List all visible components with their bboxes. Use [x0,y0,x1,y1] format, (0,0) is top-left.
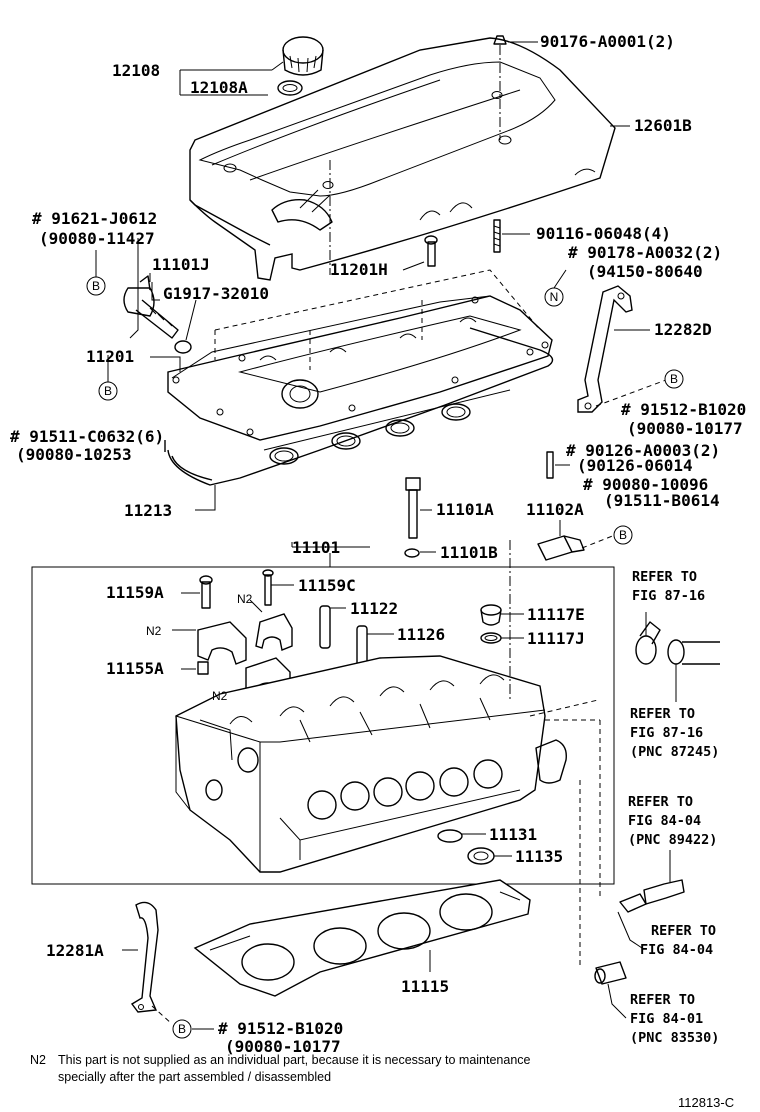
callout-11102A: 11102A [526,500,584,519]
callout-91512-upper-alt: (90080-10177 [627,419,743,438]
callout-11117J: 11117J [527,629,585,648]
callout-12108A: 12108A [190,78,248,97]
oil-filler-cap [277,36,324,96]
n2-label-1: N2 [237,592,253,606]
callout-11101J: 11101J [152,255,210,274]
callout-90176: 90176-A0001(2) [540,32,675,51]
callout-11101: 11101 [292,538,340,557]
callout-11131: 11131 [489,825,537,844]
refer-3-line1: REFER TO [628,794,693,810]
cylinder-head-cover-cover [189,37,616,281]
refer-4-line2: FIG 84-04 [640,942,713,958]
figure-id: 112813-C [678,1095,734,1110]
cylinder-head [175,655,600,873]
callout-91512-lower-alt: (90080-10177 [225,1037,341,1056]
head-cover-gasket [164,327,554,486]
oil-pressure-switch [594,961,627,985]
callout-90126: # 90126-A0003(2) [566,441,720,460]
callout-91621-alt: (90080-11427 [39,229,155,248]
marker-b-5: B [172,1019,192,1039]
callout-90116: 90116-06048(4) [536,224,671,243]
callout-90178: # 90178-A0032(2) [568,243,722,262]
refer-1-line1: REFER TO [632,569,697,585]
refer-1-line2: FIG 87-16 [632,588,705,604]
marker-b-4: B [613,525,633,545]
svg-text:B: B [92,279,100,293]
marker-b-1: B [86,276,106,296]
refer-2-line3: (PNC 87245) [630,744,719,760]
refer-3-line3: (PNC 89422) [628,832,717,848]
callout-11155A: 11155A [106,659,164,678]
callout-91621: # 91621-J0612 [32,209,157,228]
marker-b-2: B [98,381,118,401]
head-bolt [404,477,421,558]
callout-11101B: 11101B [440,543,498,562]
bearing-cap-bolt [199,569,274,609]
callout-12281A: 12281A [46,941,104,960]
callout-11135: 11135 [515,847,563,866]
n2-label-3: N2 [212,689,228,703]
callout-11126: 11126 [397,625,445,644]
refer-2-line1: REFER TO [630,706,695,722]
callout-90080-alt: (91511-B0614 [604,491,720,510]
callout-11201H: 11201H [330,260,388,279]
engine-hanger-bracket [577,285,633,413]
refer-3-line2: FIG 84-04 [628,813,701,829]
callout-11122: 11122 [350,599,398,618]
refer-5-line3: (PNC 83530) [630,1030,719,1046]
refer-5-line1: REFER TO [630,992,695,1008]
svg-text:B: B [178,1022,186,1036]
hose-fitting [635,621,720,665]
callout-11117E: 11117E [527,605,585,624]
footnote-line2: specially after the part assembled / dis… [58,1070,331,1084]
head-cover-sub-assy [167,235,553,441]
refer-2-line2: FIG 87-16 [630,725,703,741]
callout-12601B: 12601B [634,116,692,135]
n2-label-2: N2 [146,624,162,638]
callout-11115: 11115 [401,977,449,996]
callout-12108: 12108 [112,61,160,80]
engine-hanger-bracket-2 [130,901,159,1013]
cylinder-head-gasket [193,879,531,997]
callout-91512-upper: # 91512-B1020 [621,400,746,419]
stud-bolt [493,219,501,253]
callout-11201: 11201 [86,347,134,366]
callout-90080: # 90080-10096 [583,475,708,494]
refer-4-line1: REFER TO [651,923,716,939]
plug-and-ring [480,604,502,644]
callout-G1917: G1917-32010 [163,284,269,303]
svg-text:B: B [104,384,112,398]
svg-text:N: N [550,290,559,304]
callout-12282D: 12282D [654,320,712,339]
plug-11102a [537,535,585,561]
callout-91511C: # 91511-C0632(6) [10,427,164,446]
callout-11101A: 11101A [436,500,494,519]
callout-91511C-alt: (90080-10253 [16,445,132,464]
svg-text:B: B [670,372,678,386]
svg-text:B: B [619,528,627,542]
cylinder-head-box [31,566,615,885]
marker-b-3: B [664,369,684,389]
callout-91512-lower: # 91512-B1020 [218,1019,343,1038]
marker-n: N [544,287,564,307]
footnote-line1: This part is not supplied as an individu… [58,1053,531,1067]
temperature-sensor [619,879,685,913]
refer-5-line2: FIG 84-01 [630,1011,703,1027]
footnote-code: N2 [30,1053,46,1067]
callout-11213: 11213 [124,501,172,520]
callout-11159A: 11159A [106,583,164,602]
callout-90126-alt: (90126-06014 [577,456,693,475]
callout-90178-alt: (94150-80640 [587,262,703,281]
rings-11131-11135 [437,829,495,865]
oil-control-valve [123,275,192,354]
callout-11159C: 11159C [298,576,356,595]
